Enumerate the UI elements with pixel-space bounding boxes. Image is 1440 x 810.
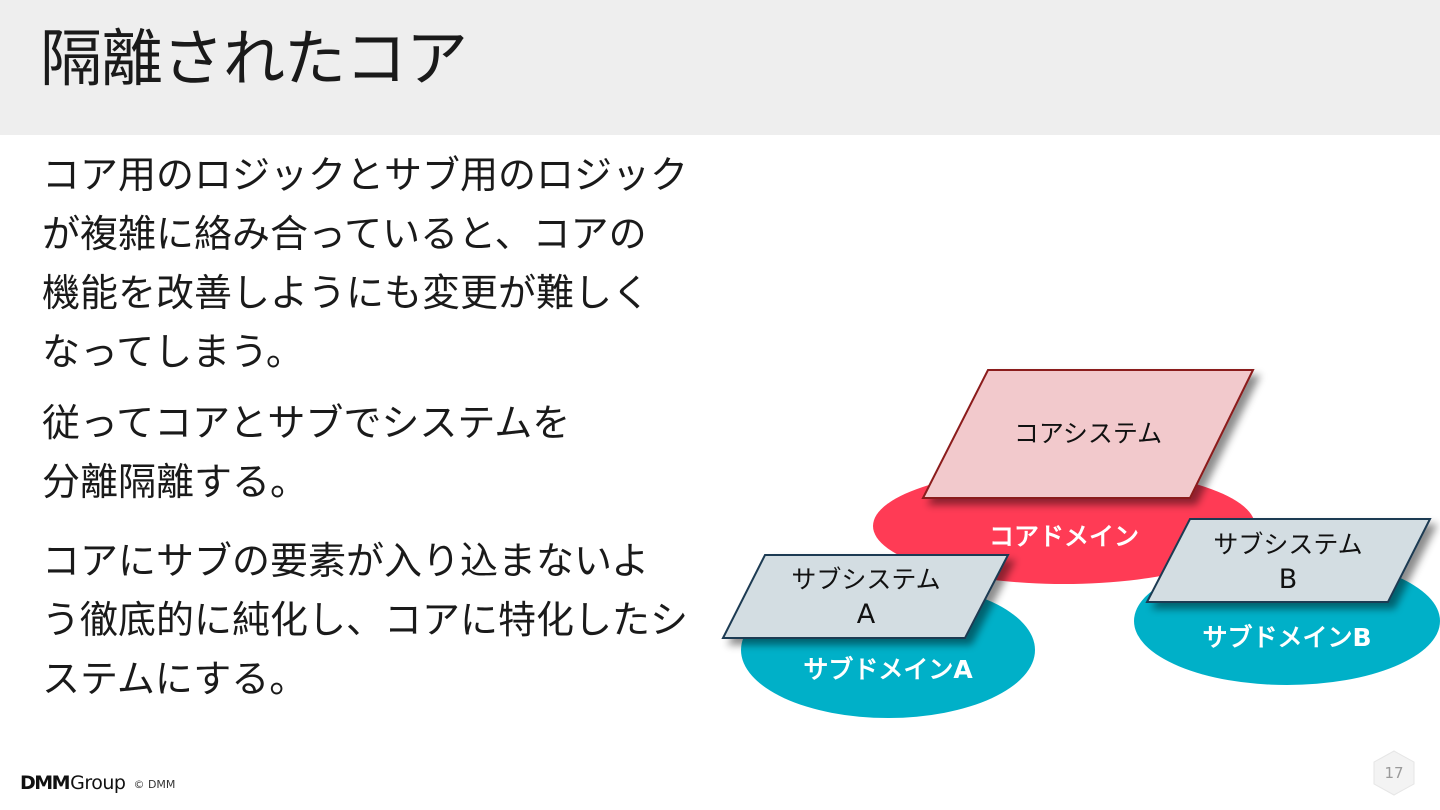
paragraph-2: 従ってコアとサブでシステムを 分離隔離する。 [42, 394, 722, 512]
sub-system-a-box [721, 554, 1010, 639]
sub-system-b-box [1145, 518, 1432, 603]
page-number: 17 [1384, 764, 1404, 782]
hexagon-badge-icon [1373, 750, 1415, 796]
paragraph-2-line-1: 従ってコアとサブでシステムを [42, 401, 571, 445]
core-system-label: コアシステム [1014, 419, 1162, 448]
copyright-text: © DMM [133, 778, 176, 791]
sub-system-a-label-line1: サブシステム [791, 565, 940, 594]
paragraph-3-line-2: う徹底的に純化し、コアに特化したシ [42, 598, 689, 642]
paragraph-1: コア用のロジックとサブ用のロジック が複雑に絡み合っていると、コアの 機能を改善… [42, 146, 722, 382]
slide-title: 隔離されたコア [40, 22, 468, 95]
page-number-badge: 17 [1372, 750, 1416, 796]
paragraph-1-line-3: 機能を改善しようにも変更が難しく [42, 271, 651, 315]
paragraph-2-line-2: 分離隔離する。 [42, 460, 309, 504]
dmm-group-logo: DMM Group © DMM [20, 772, 175, 794]
body-text: コア用のロジックとサブ用のロジック が複雑に絡み合っていると、コアの 機能を改善… [42, 146, 722, 721]
sub-domain-b-label: サブドメインB [1202, 623, 1371, 652]
core-system-box [921, 369, 1255, 499]
logo-group-wordmark: Group [70, 772, 126, 794]
paragraph-3-line-1: コアにサブの要素が入り込まないよ [42, 539, 650, 583]
sub-system-a-label-line2: A [857, 599, 876, 630]
core-domain-label: コアドメイン [989, 522, 1139, 551]
paragraph-1-line-1: コア用のロジックとサブ用のロジック [42, 153, 689, 197]
paragraph-3: コアにサブの要素が入り込まないよ う徹底的に純化し、コアに特化したシ ステムにす… [42, 532, 722, 709]
sub-domain-a-label: サブドメインA [803, 655, 973, 684]
sub-system-b-label-line2: B [1279, 564, 1298, 595]
sub-system-b-label-line1: サブシステム [1213, 530, 1362, 559]
paragraph-1-line-2: が複雑に絡み合っていると、コアの [42, 212, 647, 256]
title-bar: 隔離されたコア [0, 0, 1440, 135]
logo-dmm-wordmark: DMM [20, 772, 71, 794]
paragraph-3-line-3: ステムにする。 [42, 657, 308, 701]
paragraph-1-line-4: なってしまう。 [42, 330, 304, 374]
